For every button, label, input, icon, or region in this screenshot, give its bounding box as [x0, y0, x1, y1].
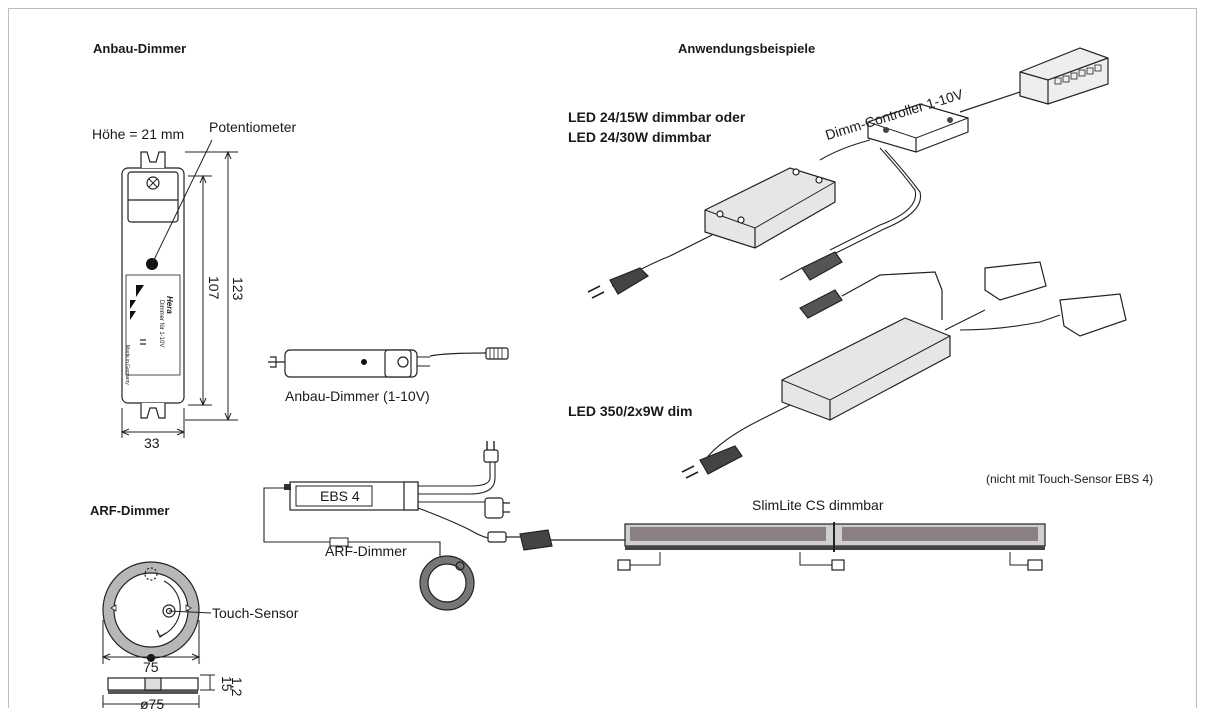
- arf-side-view: [102, 674, 215, 708]
- anbau-dimmer-small: [268, 347, 509, 378]
- dim-123-label: 123: [230, 277, 246, 301]
- led-24-line1: LED 24/15W dimmbar oder: [568, 109, 746, 125]
- led-24-line2: LED 24/30W dimmbar: [568, 129, 712, 145]
- note-label: (nicht mit Touch-Sensor EBS 4): [986, 472, 1154, 486]
- arf-dimensions: [101, 620, 201, 664]
- dim-33-label: 33: [144, 435, 160, 451]
- touch-sensor-leader: [168, 610, 212, 614]
- led-350-label: LED 350/2x9W dim: [568, 403, 693, 419]
- connector-plug-1: [779, 251, 843, 281]
- anbau-dimmer-1-10v-label: Anbau-Dimmer (1-10V): [285, 388, 430, 404]
- anbau-dimensions: [120, 150, 238, 438]
- potentiometer-leader: [151, 139, 213, 265]
- anwendungsbeispiele-title: Anwendungsbeispiele: [678, 41, 816, 56]
- dimm-controller: [819, 47, 1109, 255]
- dim-107-label: 107: [206, 276, 222, 300]
- slimlite-cs: [519, 522, 1046, 571]
- device-made: Made in Germany: [124, 345, 130, 385]
- arf-dimmer-device: [102, 561, 200, 662]
- led-350-driver: [681, 261, 1127, 479]
- arf-dimmer-label: ARF-Dimmer: [325, 543, 407, 559]
- ebs4-label: EBS 4: [320, 488, 360, 504]
- hoehe-label: Höhe = 21 mm: [92, 126, 185, 142]
- page-frame: [8, 8, 1197, 708]
- touch-sensor-label: Touch-Sensor: [212, 605, 299, 621]
- slimlite-label: SlimLite CS dimmbar: [752, 497, 884, 513]
- led-24-driver: [587, 167, 836, 299]
- dim-75-label: 75: [143, 659, 159, 675]
- dim-1-2-label: 1,2: [229, 677, 245, 697]
- dim-o75-label: ø75: [140, 696, 165, 712]
- anbau-dimmer-device: [121, 151, 185, 419]
- potentiometer-label: Potentiometer: [209, 119, 297, 135]
- arf-dimmer-title: ARF-Dimmer: [90, 503, 170, 518]
- device-text: Dimmer für 1-10V: [158, 300, 164, 348]
- ebs4-device: [263, 441, 520, 611]
- anbau-dimmer-title: Anbau-Dimmer: [93, 41, 187, 56]
